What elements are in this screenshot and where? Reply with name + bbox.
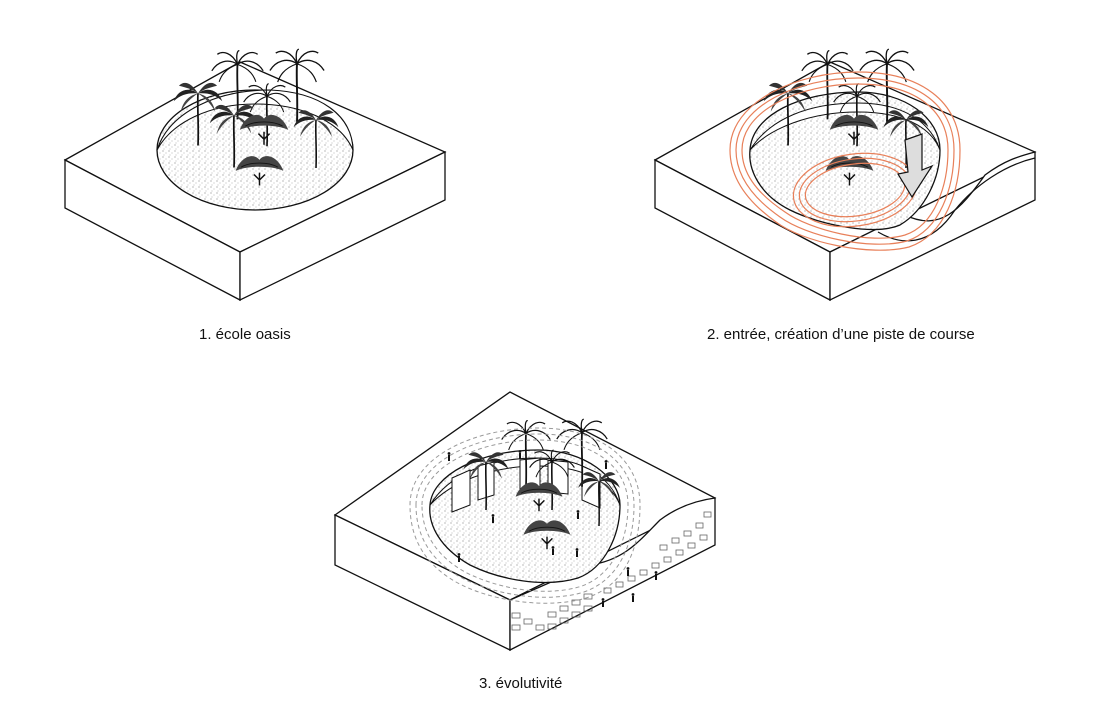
arrow-down-icon [897,133,934,199]
facade-windows [511,511,712,631]
caption-ecole-oasis: 1. école oasis [199,326,291,343]
diagram-3-evolutivite [333,391,717,652]
running-track [729,71,961,251]
entrance-slope [877,157,1036,242]
caption-entree-piste: 2. entrée, création d’une piste de cours… [707,326,975,343]
courtyard-1 [156,89,354,211]
caption-evolutivite: 3. évolutivité [479,675,563,692]
diagram-1-ecole-oasis [63,48,447,302]
diagram-2-entree-piste [653,48,1037,302]
running-track-dashed [409,427,641,604]
